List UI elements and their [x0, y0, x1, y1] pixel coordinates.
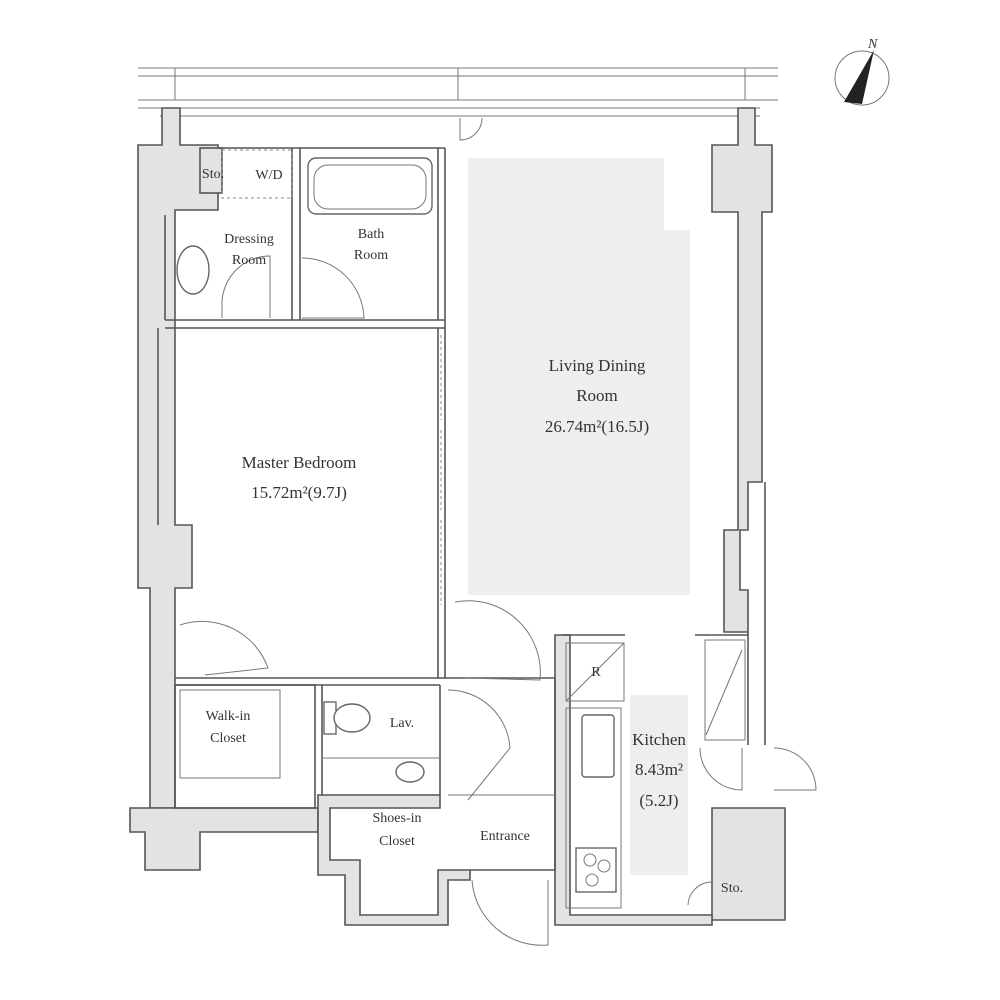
dressing-room-label-1: Dressing	[224, 232, 274, 247]
dressing-room-label-2: Room	[232, 253, 266, 268]
shoes-closet-label-2: Closet	[379, 834, 415, 849]
walkin-closet-label-2: Closet	[210, 731, 246, 746]
stove	[575, 847, 617, 893]
walkin-closet-label-1: Walk-in	[206, 709, 251, 724]
master-bedroom-area: 15.72m²(9.7J)	[251, 483, 347, 502]
living-room-area: 26.74m²(16.5J)	[545, 417, 649, 436]
compass-needle-icon	[844, 50, 874, 104]
kitchen-sink	[581, 714, 615, 778]
room-labels: Living Dining Room 26.74m²(16.5J) Master…	[202, 167, 743, 896]
washbasin-dressing	[176, 245, 210, 295]
living-room-label-2: Room	[576, 386, 618, 405]
master-bedroom-label: Master Bedroom	[242, 453, 357, 472]
bath-room-label-2: Room	[354, 248, 388, 263]
living-room-label-1: Living Dining	[549, 356, 646, 375]
bath-room-label-1: Bath	[358, 227, 384, 242]
living-floor-shade	[468, 158, 690, 595]
doors	[179, 117, 817, 946]
kitchen-area: 8.43m²	[635, 760, 683, 779]
lavatory-sink	[395, 761, 425, 783]
compass-north-label: N	[867, 37, 878, 52]
wd-label: W/D	[255, 168, 282, 183]
balcony	[138, 67, 778, 117]
partitions	[157, 147, 766, 909]
kitchen-floor-shade	[630, 695, 688, 875]
refrigerator-label: R	[591, 665, 601, 680]
storage-kitchen-label: Sto.	[721, 881, 743, 896]
washer-dryer	[221, 149, 293, 199]
kitchen-label: Kitchen	[632, 730, 686, 749]
lavatory-label: Lav.	[390, 716, 414, 731]
toilet-bowl	[333, 703, 371, 733]
compass: N	[834, 37, 890, 106]
storage-top-label: Sto.	[202, 167, 224, 182]
entrance-label: Entrance	[480, 829, 530, 844]
fixtures	[176, 149, 617, 893]
kitchen-jo: (5.2J)	[639, 791, 678, 810]
bathtub	[307, 157, 433, 215]
shoes-closet-label-1: Shoes-in	[373, 811, 422, 826]
